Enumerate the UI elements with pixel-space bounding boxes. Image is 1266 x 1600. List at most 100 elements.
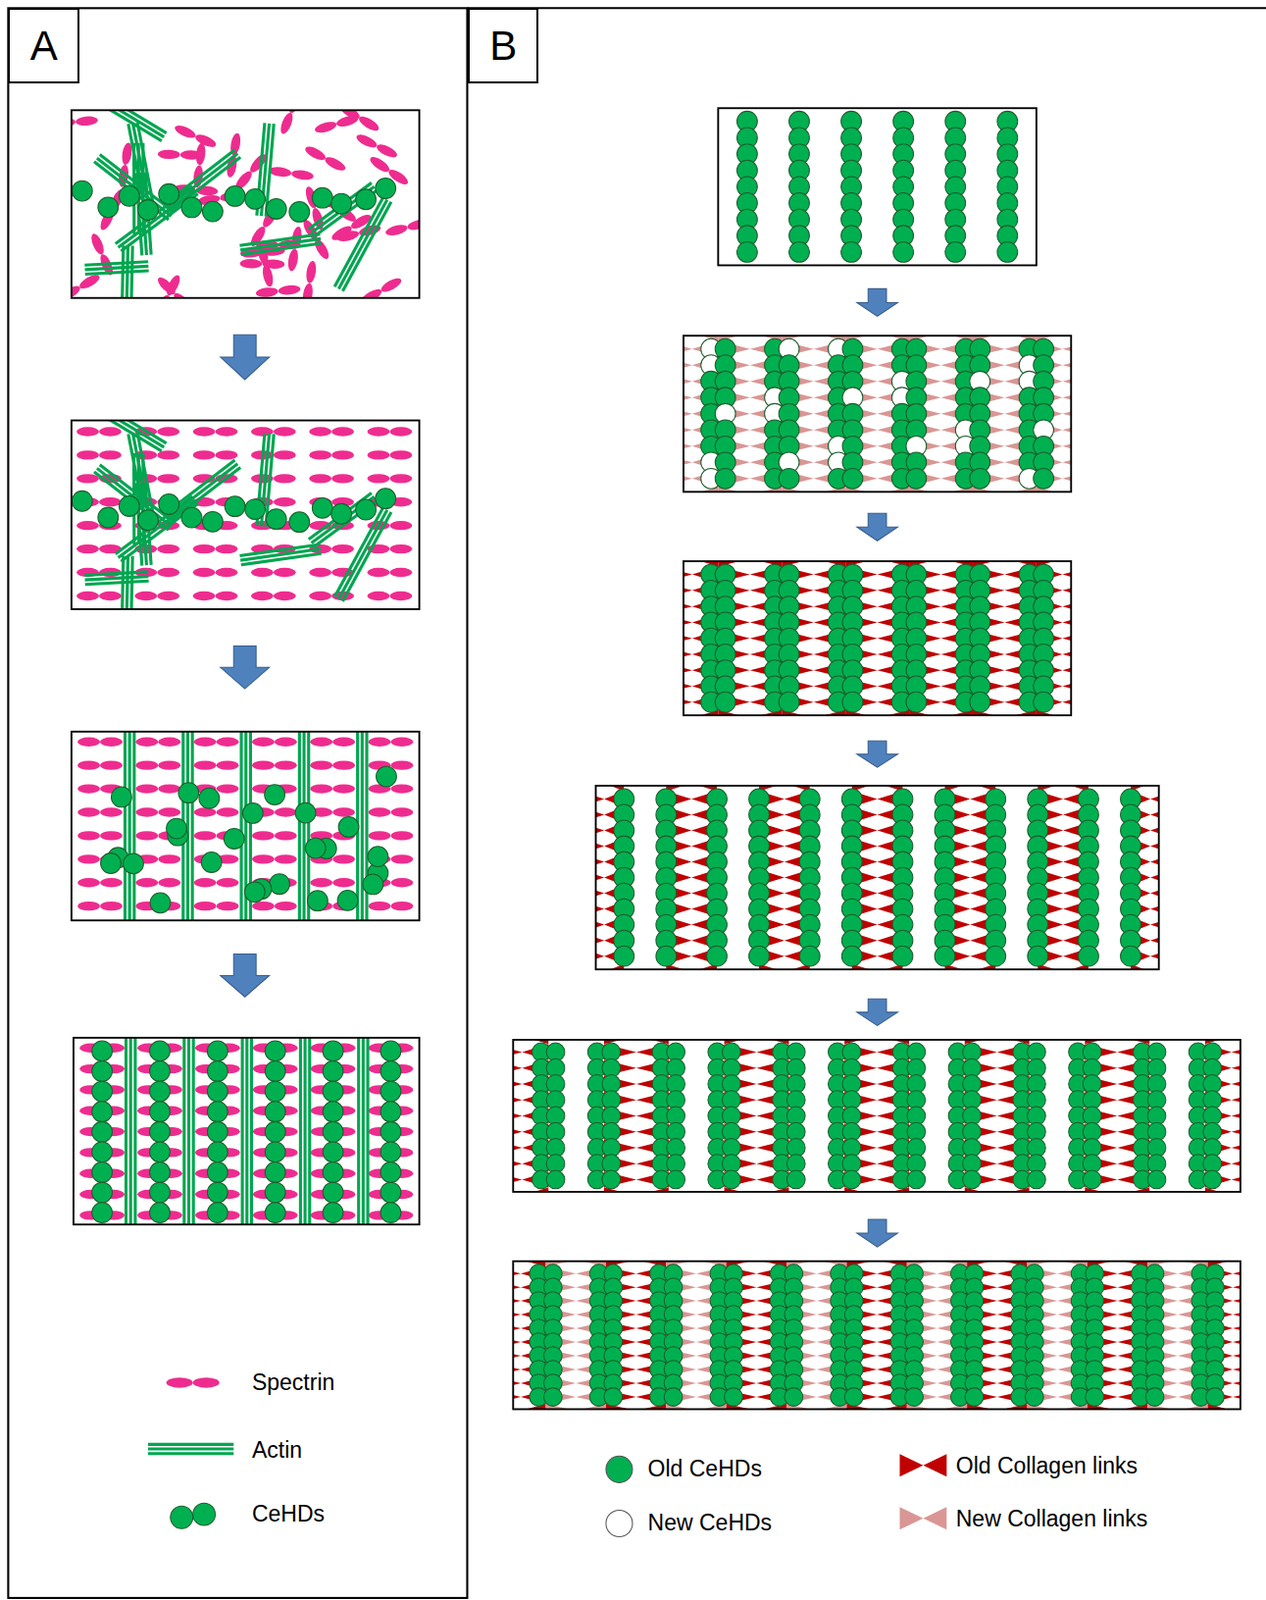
cehd: [380, 1080, 402, 1102]
spectrin-unit: [277, 284, 302, 297]
spectrin-unit: [389, 591, 412, 601]
cehd: [322, 1181, 344, 1203]
spectrin: [76, 450, 122, 459]
spectrin-unit: [367, 153, 392, 175]
cehd: [906, 467, 927, 489]
cehd: [789, 242, 811, 263]
spectrin: [172, 122, 218, 150]
cehd: [150, 1061, 171, 1082]
spectrin-unit: [180, 150, 203, 160]
spectrin: [77, 807, 123, 816]
cehd: [264, 1162, 286, 1183]
stage-box: [73, 1033, 420, 1228]
cehd: [166, 817, 188, 839]
cehd: [613, 945, 635, 966]
stage-outline: [512, 1039, 1241, 1192]
stage-content: [683, 560, 1071, 715]
spectrin-unit: [99, 426, 122, 436]
cehd: [602, 1169, 621, 1189]
spectrin: [194, 901, 240, 911]
spectrin-unit: [76, 544, 100, 554]
spectrin: [194, 737, 240, 747]
cehd: [269, 873, 291, 895]
actin-strand: [241, 1037, 245, 1224]
spectrin: [76, 426, 122, 436]
cehd: [265, 199, 287, 220]
actin-strand: [298, 731, 302, 920]
cehd: [1033, 691, 1055, 712]
spectrin-unit: [135, 807, 158, 816]
block-arrow: [220, 954, 270, 998]
spectrin: [194, 807, 240, 816]
stage-outline: [717, 107, 1037, 265]
actin-strand: [137, 143, 141, 235]
panel-frame: [7, 7, 467, 1598]
spectrin: [251, 473, 297, 483]
cehd: [224, 496, 246, 517]
cehd: [322, 1101, 344, 1122]
spectrin-unit: [331, 544, 355, 554]
spectrin-unit: [309, 877, 333, 887]
spectrin: [77, 759, 123, 769]
cehd: [202, 510, 223, 532]
cehd: [206, 1101, 228, 1122]
stage-ground: [512, 1039, 1241, 1192]
spectrin: [368, 830, 414, 840]
spectrin-unit: [157, 737, 181, 747]
cehd: [656, 945, 677, 966]
spectrin-unit: [194, 877, 217, 887]
spectrin-unit: [71, 283, 83, 299]
spectrin-unit: [239, 258, 262, 269]
cehd: [123, 853, 145, 874]
spectrin: [134, 591, 180, 601]
spectrin-unit: [172, 122, 198, 141]
actin-filament: [184, 1037, 194, 1224]
stage-content: [683, 335, 1071, 492]
spectrin-unit: [290, 168, 314, 181]
cehd: [71, 490, 93, 511]
actin-filament: [84, 261, 149, 275]
spectrin-unit: [216, 783, 240, 793]
cehd: [206, 1040, 228, 1062]
spectrin: [337, 109, 381, 134]
cehd: [199, 787, 220, 809]
spectrin-unit: [252, 901, 275, 911]
actin-strand: [240, 731, 244, 920]
stage-box: [71, 728, 420, 923]
cehd: [380, 1101, 402, 1122]
cehd: [1027, 945, 1049, 966]
stage-ground: [596, 785, 1160, 969]
cehd: [206, 1061, 228, 1082]
cehd: [242, 803, 263, 824]
actin-strand: [302, 731, 305, 920]
spectrin-unit: [390, 807, 413, 816]
spectrin-unit: [389, 544, 412, 554]
cehd: [355, 499, 377, 520]
spectrin-unit: [156, 591, 180, 601]
spectrin-unit: [251, 591, 274, 601]
spectrin-unit: [274, 830, 298, 840]
stage-ground: [683, 335, 1071, 492]
actin-strand: [132, 731, 136, 920]
actin-strand: [239, 234, 320, 247]
cehd: [322, 1061, 344, 1082]
spectrin-unit: [332, 737, 355, 747]
cehd: [666, 1169, 686, 1189]
cehd: [245, 499, 266, 520]
spectrin-unit: [157, 783, 181, 793]
stage-ground: [683, 560, 1071, 715]
spectrin-unit: [303, 144, 328, 163]
spectrin: [368, 737, 414, 747]
spectrin: [303, 144, 348, 174]
spectrin-unit: [171, 290, 195, 299]
actin-strand: [85, 576, 150, 581]
spectrin-unit: [308, 426, 332, 436]
spectrin-unit: [389, 473, 412, 483]
spectrin-unit: [274, 759, 298, 769]
spectrin-unit: [89, 231, 107, 256]
cehd: [92, 1101, 113, 1122]
actin-strand: [128, 731, 132, 920]
spectrin-unit: [77, 783, 101, 793]
cehd: [224, 186, 246, 207]
spectrin-unit: [274, 901, 298, 911]
